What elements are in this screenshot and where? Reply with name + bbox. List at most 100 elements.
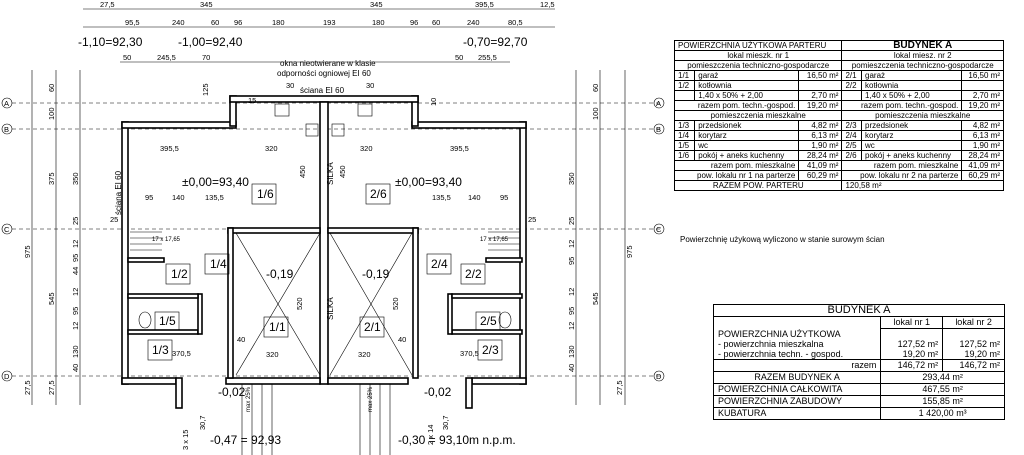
dim: 12 [71,288,80,296]
tech-sum: 19,20 m² [798,100,843,111]
room-label: 2/1 [364,320,381,334]
level-marker: -0,70=92,70 [463,35,528,49]
unit-area: 60,29 m² [798,170,843,181]
dim: 40 [237,335,245,344]
room-area: 28,24 m² [961,150,1004,161]
room-no: 2/6 [841,150,862,161]
dim: 375 [47,172,56,185]
dim: 3 x 15 [181,430,190,450]
zab-label: POWIERZCHNIA ZABUDOWY [712,395,882,408]
dim: 12 [71,322,80,330]
level-marker: -0,19 [266,267,294,281]
dim: 520 [391,297,400,310]
room-no: 2/4 [841,130,862,141]
dim: 30,7 [441,415,450,430]
room-area: 6,13 m² [961,130,1004,141]
dim: 60 [591,84,600,92]
dim: 12 [567,322,576,330]
section-res: pomieszczenia mieszkalne [673,110,843,121]
room-name: wc [860,140,963,151]
room-no: 2/5 [841,140,862,151]
dim: 10 [429,98,438,106]
dim: 44 [71,267,80,275]
room-name: 1,40 x 50% + 2,00 [694,90,800,101]
room-no: 2/3 [841,120,862,131]
room-area: 28,24 m² [798,150,843,161]
razem-label: razem [712,359,882,372]
dim: max 25% [246,386,252,412]
res-sum-label: razem pom. mieszkalne [841,160,963,171]
room-label: 2/2 [465,267,482,281]
axis-markers: A B C D A B C D [1,97,665,382]
tech-sum: 19,20 m² [961,100,1004,111]
dim: 135,5 [432,193,451,202]
room-label: 1/6 [257,187,274,201]
col-header: lokal nr 2 [942,316,1005,329]
dim: 370,5 [460,349,479,358]
dim: 320 [358,350,371,359]
unit-area-label: pow. lokalu nr 1 na parterze [673,170,800,181]
building-summary-table: BUDYNEK A lokal nr 1 lokal nr 2 POWIERZC… [712,304,1005,420]
dim: 17 x 17,65 [480,237,509,243]
dim: 15 [248,96,256,105]
dim: 100 [47,107,56,120]
room-no: 1/1 [673,70,696,81]
top-dim: 180 [372,18,385,27]
dim: 25 [110,215,118,224]
table1-title: POWIERZCHNIA UŻYTKOWA PARTERU [673,40,843,51]
dim: 135,5 [205,193,224,202]
pu-res-label: - powierzchnia mieszkalna [718,338,824,349]
dim: 95 [71,254,80,262]
room-area: 2,70 m² [798,90,843,101]
room-name: pokój + aneks kuchenny [860,150,963,161]
res-sum-label: razem pom. mieszkalne [673,160,800,171]
dim: 40 [71,364,80,372]
top-dim: 245,5 [157,53,176,62]
axis-label: D [656,372,662,381]
top-dim: 27,5 [100,0,115,9]
top-dim: 70 [202,53,210,62]
ground-floor-area-table: POWIERZCHNIA UŻYTKOWA PARTERU BUDYNEK A … [673,40,1004,191]
fixtures [138,103,512,329]
dim: 545 [47,292,56,305]
dim: 25 [567,217,576,225]
room-no [673,90,696,101]
dim: 320 [360,144,373,153]
room-name: garaż [860,70,963,81]
tech-sum-label: razem pom. techn.-gospod. [673,100,800,111]
top-dim: 240 [172,18,185,27]
level-marker: -1,10=92,30 [78,35,143,49]
level-marker: -0,02 [218,385,246,399]
dim: 95 [500,193,508,202]
room-name: kotłownia [694,80,800,91]
room-area: 16,50 m² [961,70,1004,81]
kub-value: 1 420,00 m³ [880,407,1005,420]
area-note: Powierzchnię użykową wyliczono w stanie … [680,235,885,244]
dim: 2 x 14 [426,425,435,445]
dim: max 25% [368,386,374,412]
dim: 350 [71,172,80,185]
room-name: przedsionek [860,120,963,131]
right-dims: 60 100 975 545 350 25 12 95 12 95 12 130… [567,84,634,395]
axis-label: A [656,99,661,108]
dim: 125 [201,83,210,96]
room-label: 1/3 [152,343,169,357]
total-value: 120,58 m² [841,180,1004,191]
dim: 60 [47,84,56,92]
room-area: 4,82 m² [961,120,1004,131]
razem-value: 146,72 m² [942,359,1005,372]
room-name: garaż [694,70,800,81]
dim: 27,5 [47,380,56,395]
wall-label: ściana EI 60 [300,86,345,95]
annotation-class: odporności ogniowej EI 60 [277,69,371,78]
room-label: 1/4 [210,257,227,271]
dim: 12 [567,288,576,296]
room-area: 2,70 m² [961,90,1004,101]
room-no: 2/1 [841,70,862,81]
dim: 975 [23,245,32,258]
dim: 395,5 [160,144,179,153]
level-marker: ±0,00=93,40 [395,175,462,189]
top-dim: 50 [123,53,131,62]
razem-value: 146,72 m² [880,359,944,372]
dim: 545 [591,292,600,305]
